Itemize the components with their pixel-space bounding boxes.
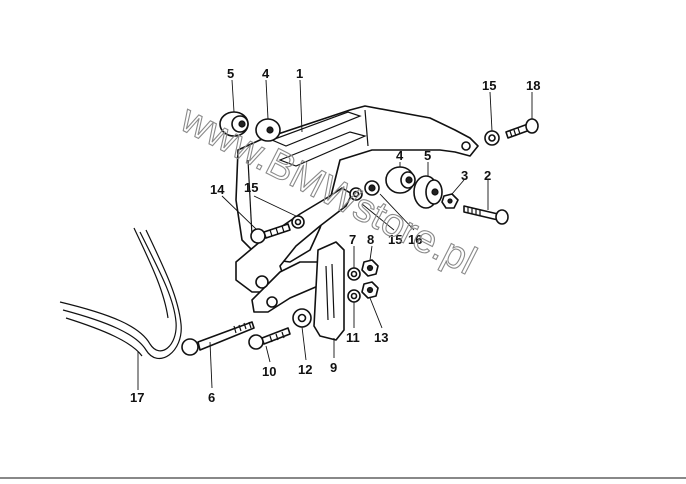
nut-8 [361, 259, 379, 277]
rubber-mount-right [413, 175, 443, 209]
label-15-left: 15 [244, 180, 258, 195]
label-6: 6 [208, 390, 215, 405]
washer-upper-right [484, 130, 500, 146]
short-bolt [248, 327, 291, 350]
label-7: 7 [349, 232, 356, 247]
label-13: 13 [374, 330, 388, 345]
washer-left [291, 215, 305, 229]
label-5-upper: 5 [227, 66, 234, 81]
bolt-right [463, 205, 509, 225]
label-3: 3 [461, 168, 468, 183]
label-9: 9 [330, 360, 337, 375]
nut-right [441, 193, 459, 209]
v-belt [59, 227, 182, 360]
label-11: 11 [346, 330, 360, 345]
label-4-right: 4 [396, 148, 404, 163]
label-16: 16 [408, 232, 422, 247]
label-1: 1 [296, 66, 303, 81]
label-14: 14 [210, 182, 225, 197]
label-5-right: 5 [424, 148, 431, 163]
nut-13 [361, 281, 379, 299]
label-8: 8 [367, 232, 374, 247]
washer-7 [347, 267, 361, 281]
washer-12 [292, 308, 312, 328]
label-17: 17 [130, 390, 144, 405]
label-12: 12 [298, 362, 312, 377]
long-bolt [181, 321, 255, 356]
bolt-upper-right [505, 118, 539, 139]
label-15-mid: 15 [388, 232, 402, 247]
bolt-left [250, 223, 291, 244]
leader-lines [137, 79, 533, 390]
label-10: 10 [262, 364, 276, 379]
label-18: 18 [526, 78, 540, 93]
part-labels: 5 4 1 15 18 4 5 3 2 14 15 15 16 7 8 11 1… [130, 66, 540, 405]
label-2: 2 [484, 168, 491, 183]
adjusting-bar [313, 241, 345, 341]
label-15-upper-right: 15 [482, 78, 496, 93]
washer-11 [347, 289, 361, 303]
bushing-right [385, 166, 416, 194]
lock-washer-mid [364, 180, 380, 196]
washer-mid [349, 187, 363, 201]
label-4-upper: 4 [262, 66, 270, 81]
